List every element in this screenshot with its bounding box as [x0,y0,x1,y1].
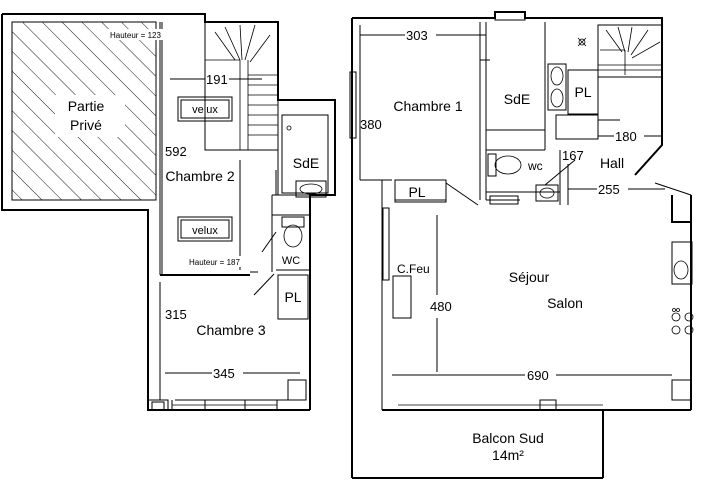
velux-window-top: velux [177,96,233,122]
dim-592: 592 [165,144,187,159]
wc-main: wc [487,153,576,205]
living-room-label: Séjour [509,269,550,285]
cooktop [671,308,694,335]
bathroom-upper-label: SdE [293,155,319,171]
private-area-label-bg [55,95,125,137]
svg-text:velux: velux [192,225,218,237]
dim-255: 255 [598,182,620,197]
bedroom-3-label: Chambre 3 [196,322,265,338]
staircase-main [597,24,663,78]
velux-window-bottom: velux [177,216,233,242]
kitchen-sink [671,241,693,285]
wc-main-label: wc [527,159,543,173]
dim-180: 180 [615,129,637,144]
closet-upper-label: PL [284,289,301,305]
hall-label: Hall [600,155,624,171]
staircase-upper [204,21,279,151]
dim-191: 191 [206,72,228,87]
svg-text:velux: velux [192,104,218,116]
dim-303: 303 [406,28,428,43]
main-floor-plan: 303 380 Chambre 1 SdE PL [349,11,694,479]
dim-345: 345 [213,366,235,381]
bedroom-1-label: Chambre 1 [393,98,462,114]
upper-floor-plan: Partie Privé [1,13,336,411]
height-label-top: Hauteur = 123 [110,31,161,40]
dim-480: 480 [430,299,452,314]
fireplace-label: C.Feu [397,262,430,276]
wc-upper: WC [261,216,305,267]
closet-bottom-label: PL [408,184,425,200]
dim-690: 690 [527,368,549,383]
bedroom-2-label: Chambre 2 [165,168,234,184]
lounge-label: Salon [547,295,583,311]
dim-380: 380 [360,117,382,132]
balcony-label-line1: Balcon Sud [472,430,544,446]
balcony: Balcon Sud 14m² [472,430,544,463]
bathroom-upper: SdE [275,114,329,198]
dim-315: 315 [165,307,187,322]
private-area-label-line2: Privé [70,117,102,133]
private-area-label-line1: Partie [68,98,105,114]
balcony-label-line2: 14m² [492,447,524,463]
bathroom-main-label: SdE [504,91,530,107]
dim-167: 167 [562,148,584,163]
wc-upper-label: WC [282,255,300,267]
private-area-hatch [11,21,157,201]
fireplace: C.Feu [392,262,430,319]
height-label-bottom: Hauteur = 187 [189,258,240,267]
closet-top-label: PL [574,84,591,100]
closet-upper: PL [253,273,309,320]
